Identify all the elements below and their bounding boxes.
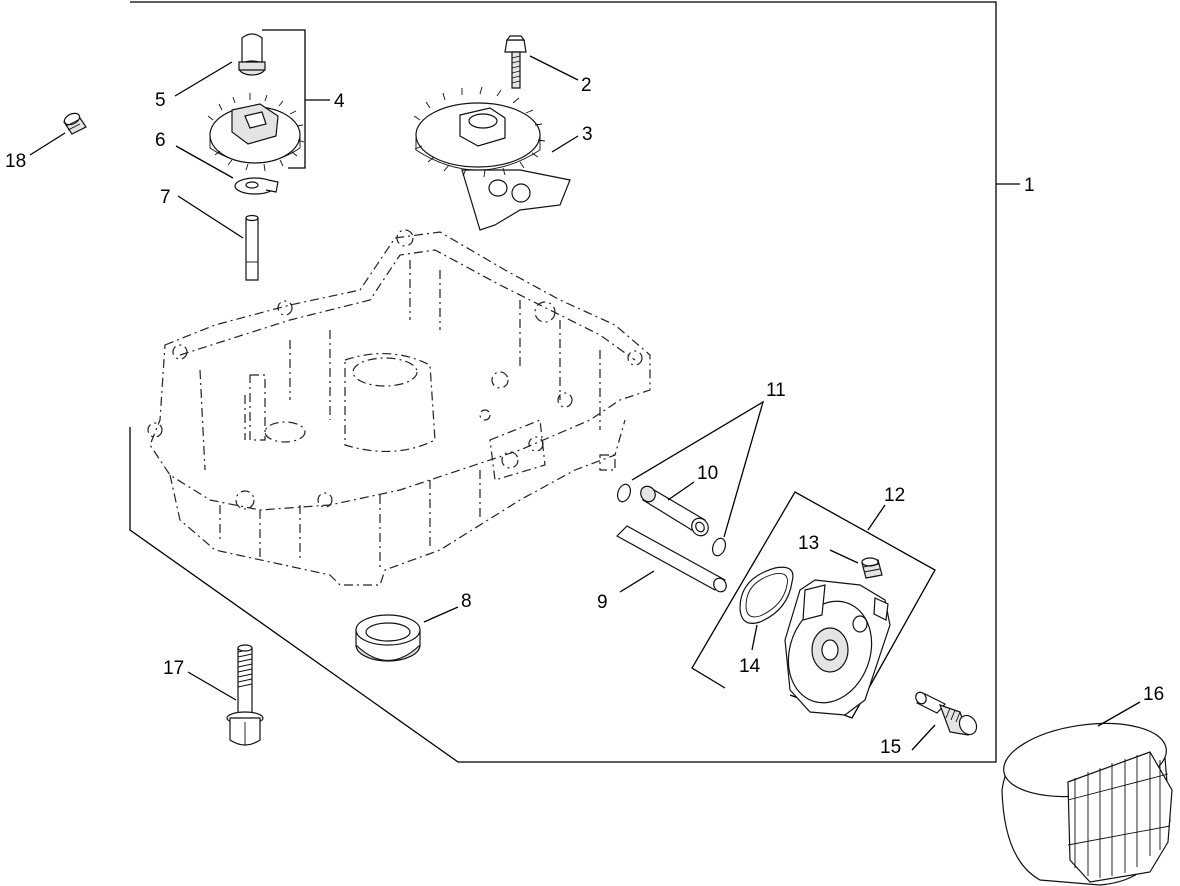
leader-17 <box>187 671 237 701</box>
fitting-15-icon <box>915 691 978 736</box>
leader-16 <box>1097 701 1141 727</box>
gasket-14-icon <box>739 566 794 624</box>
oil-pump-gear-3-icon <box>413 86 571 231</box>
callout-4: 4 <box>334 91 345 112</box>
callout-8: 8 <box>461 591 472 612</box>
bolt-17-icon <box>226 644 264 746</box>
callout-9: 9 <box>597 592 608 613</box>
bolt-2-icon <box>504 35 527 89</box>
leader-12 <box>867 504 886 531</box>
plug-13-icon <box>861 557 883 579</box>
oil-pan-housing-icon <box>147 229 651 586</box>
governor-gear-4-icon <box>207 93 305 172</box>
oil-seal-8-icon <box>355 614 421 662</box>
tube-9-icon <box>616 525 727 593</box>
leader-10 <box>667 481 695 501</box>
callout-5: 5 <box>155 90 166 111</box>
callout-3: 3 <box>582 124 593 145</box>
leader-11 <box>631 400 765 538</box>
cap-5-icon <box>238 33 266 76</box>
callout-15: 15 <box>880 737 901 758</box>
leader-6 <box>175 145 234 179</box>
leader-7 <box>177 195 244 239</box>
leader-13 <box>829 549 859 564</box>
leader-18 <box>29 132 66 156</box>
callout-13: 13 <box>798 533 819 554</box>
leader-14 <box>751 624 758 651</box>
oil-filter-16-icon <box>1001 722 1173 886</box>
leader-9 <box>619 570 655 593</box>
callout-2: 2 <box>581 75 592 96</box>
assembly-frame-line <box>129 1 997 763</box>
callout-11: 11 <box>766 380 786 401</box>
callout-6: 6 <box>155 130 166 151</box>
callout-7: 7 <box>160 187 171 208</box>
leader-5 <box>174 61 233 97</box>
callout-1: 1 <box>1024 175 1035 196</box>
o-ring-11-icon <box>616 483 727 557</box>
callout-17: 17 <box>163 658 184 679</box>
filter-adapter-12-icon <box>784 579 891 716</box>
bracket-4 <box>262 29 306 169</box>
callout-10: 10 <box>697 463 718 484</box>
callout-18: 18 <box>5 151 26 172</box>
plug-18-icon <box>63 112 87 135</box>
leader-2 <box>529 55 579 81</box>
washer-6-icon <box>234 177 279 195</box>
callout-16: 16 <box>1143 684 1164 705</box>
leader-3 <box>551 135 579 153</box>
leader-8 <box>423 606 459 623</box>
callout-12: 12 <box>884 485 905 506</box>
sleeve-10-icon <box>640 485 709 537</box>
shaft-7-icon <box>245 214 259 281</box>
callout-14: 14 <box>739 656 761 677</box>
leader-15 <box>911 724 936 751</box>
